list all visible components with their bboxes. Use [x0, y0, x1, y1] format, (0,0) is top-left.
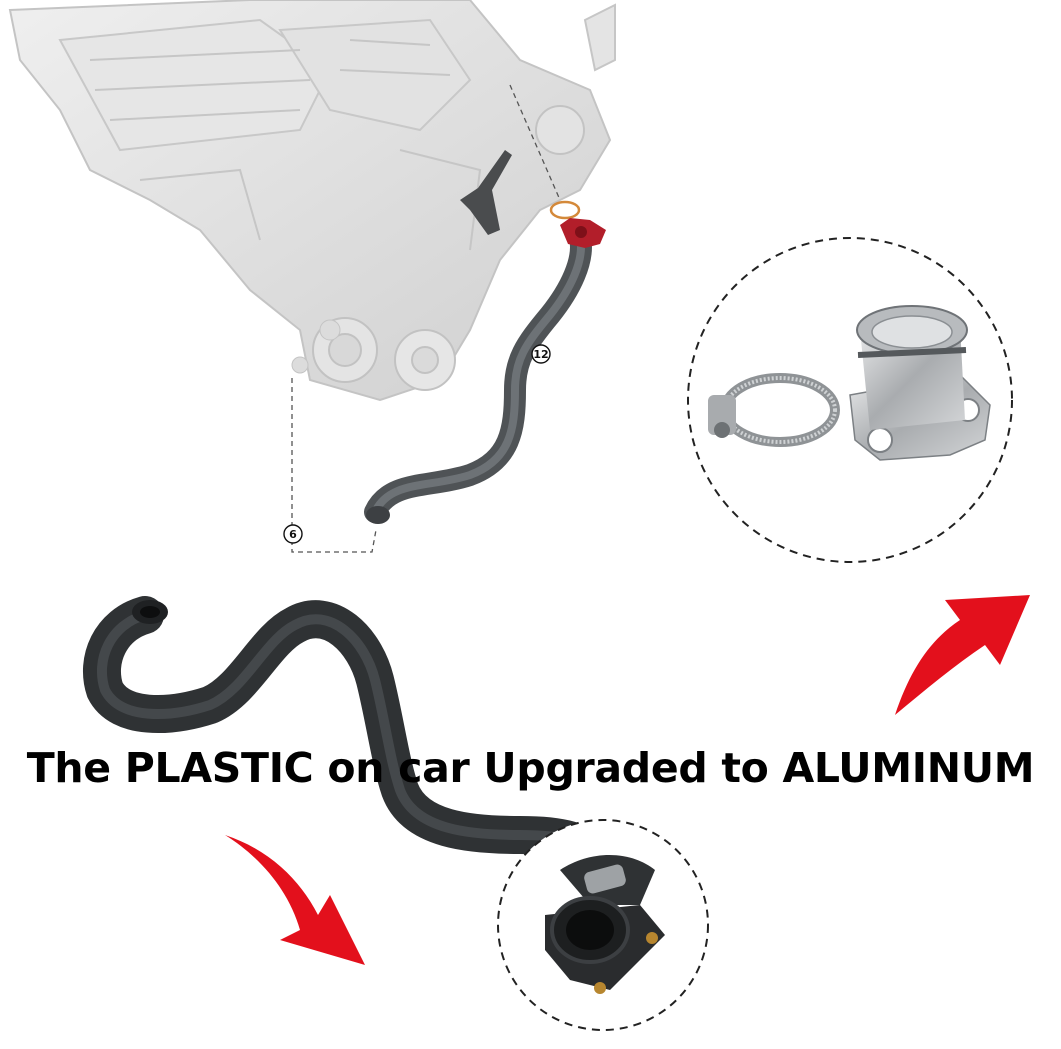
- fitting-callout-number: 6: [289, 527, 297, 541]
- hose-clamp: [708, 373, 840, 447]
- hose-callout-number: 12: [533, 347, 549, 361]
- leader-lines: [291, 84, 561, 553]
- diagram-callouts: [283, 344, 551, 544]
- rubber-hose-photo: [83, 596, 619, 879]
- o-ring: [549, 200, 581, 220]
- headline-text: The PLASTIC on car Upgraded to ALUMINUM: [26, 744, 1035, 792]
- upgrade-arrow-up: [895, 595, 1030, 715]
- diagram-hose: [364, 218, 606, 524]
- sensor-bracket: [460, 150, 512, 235]
- aluminum-fitting-closeup: [687, 237, 1013, 563]
- upgrade-arrow-down: [225, 835, 365, 965]
- plastic-fitting-closeup: [497, 819, 709, 1031]
- engine-block-diagram: [8, 0, 616, 402]
